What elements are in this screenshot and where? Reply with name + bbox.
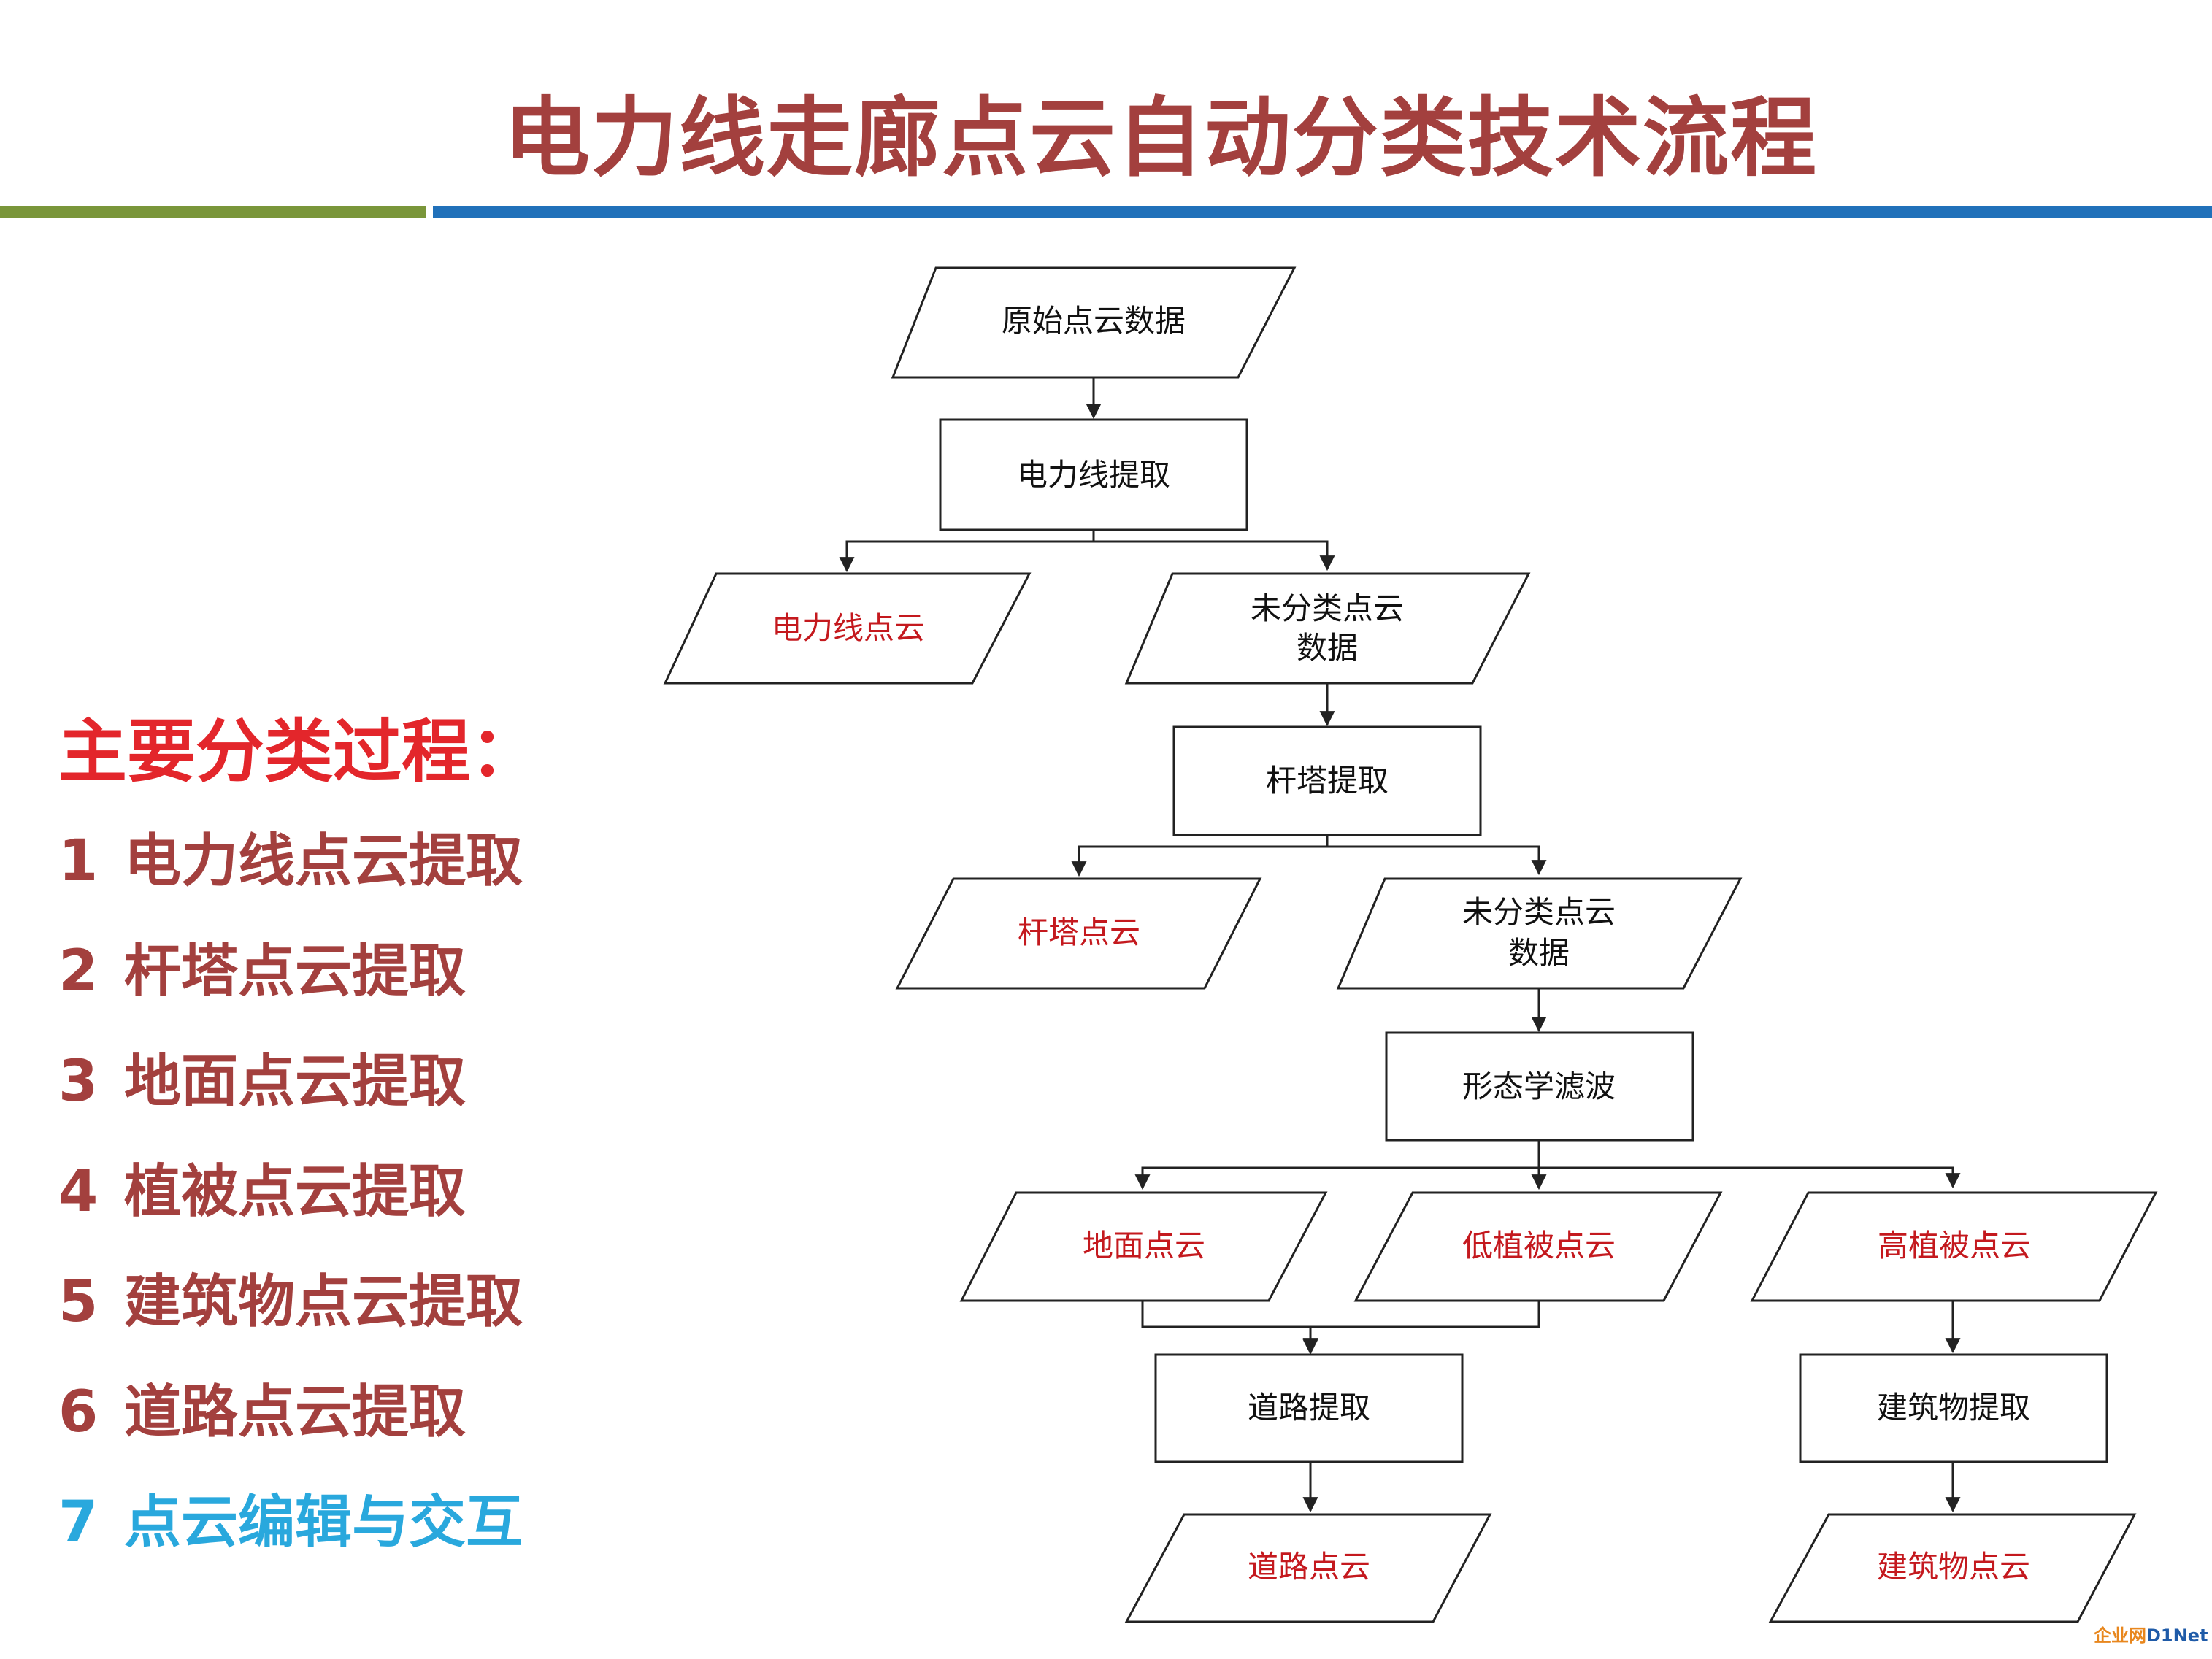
edge-powerline-split bbox=[845, 530, 1327, 569]
svg-text:道路提取: 道路提取 bbox=[1248, 1390, 1370, 1425]
node-building-cloud: 建筑物点云 bbox=[1768, 1513, 2137, 1623]
edge-merge-to-road bbox=[1141, 1301, 1540, 1352]
svg-text:原始点云数据: 原始点云数据 bbox=[1002, 303, 1186, 339]
node-unclassified-2: 未分类点云 数据 bbox=[1336, 877, 1743, 990]
node-road-cloud: 道路点云 bbox=[1124, 1513, 1492, 1623]
node-high-veg-cloud: 高植被点云 bbox=[1750, 1191, 2158, 1302]
svg-text:道路点云: 道路点云 bbox=[1248, 1549, 1370, 1585]
svg-text:建筑物点云: 建筑物点云 bbox=[1877, 1549, 2030, 1585]
watermark-logo: 企业网D1Net bbox=[2094, 1625, 2208, 1646]
svg-text:地面点云: 地面点云 bbox=[1083, 1228, 1205, 1263]
page-title: 电力线走廊点云自动分类技术流程 bbox=[503, 88, 1818, 188]
node-powerline-extract: 电力线提取 bbox=[939, 418, 1248, 531]
svg-text:形态学滤波: 形态学滤波 bbox=[1462, 1069, 1616, 1104]
node-building-extract: 建筑物提取 bbox=[1799, 1353, 2108, 1463]
node-tower-cloud: 杆塔点云 bbox=[895, 877, 1262, 990]
title-rule-green bbox=[0, 206, 426, 218]
svg-text:数据: 数据 bbox=[1508, 935, 1570, 971]
flow-edges bbox=[839, 377, 1953, 1513]
node-tower-extract: 杆塔提取 bbox=[1172, 725, 1482, 836]
svg-text:高植被点云: 高植被点云 bbox=[1878, 1228, 2031, 1263]
node-raw-data: 原始点云数据 bbox=[891, 266, 1297, 379]
svg-text:杆塔提取: 杆塔提取 bbox=[1266, 763, 1389, 798]
steps-heading: 主要分类过程： bbox=[58, 712, 539, 792]
svg-text:未分类点云: 未分类点云 bbox=[1462, 894, 1616, 930]
edge-tower-split bbox=[1078, 835, 1539, 874]
svg-text:电力线点云: 电力线点云 bbox=[772, 610, 925, 646]
node-morph-filter: 形态学滤波 bbox=[1385, 1031, 1694, 1142]
edge-morph-split bbox=[1141, 1166, 1953, 1187]
svg-text:电力线提取: 电力线提取 bbox=[1017, 457, 1170, 493]
svg-text:未分类点云: 未分类点云 bbox=[1251, 590, 1404, 626]
node-powerline-cloud: 电力线点云 bbox=[663, 572, 1032, 685]
svg-text:建筑物提取: 建筑物提取 bbox=[1877, 1390, 2030, 1425]
node-low-veg-cloud: 低植被点云 bbox=[1353, 1191, 1723, 1302]
svg-text:低植被点云: 低植被点云 bbox=[1462, 1228, 1616, 1263]
node-ground-cloud: 地面点云 bbox=[959, 1191, 1328, 1302]
title-rule-blue bbox=[433, 206, 2212, 218]
node-road-extract: 道路提取 bbox=[1154, 1353, 1464, 1463]
svg-text:杆塔点云: 杆塔点云 bbox=[1018, 915, 1140, 950]
svg-text:数据: 数据 bbox=[1297, 630, 1358, 666]
node-unclassified-1: 未分类点云 数据 bbox=[1124, 572, 1531, 685]
